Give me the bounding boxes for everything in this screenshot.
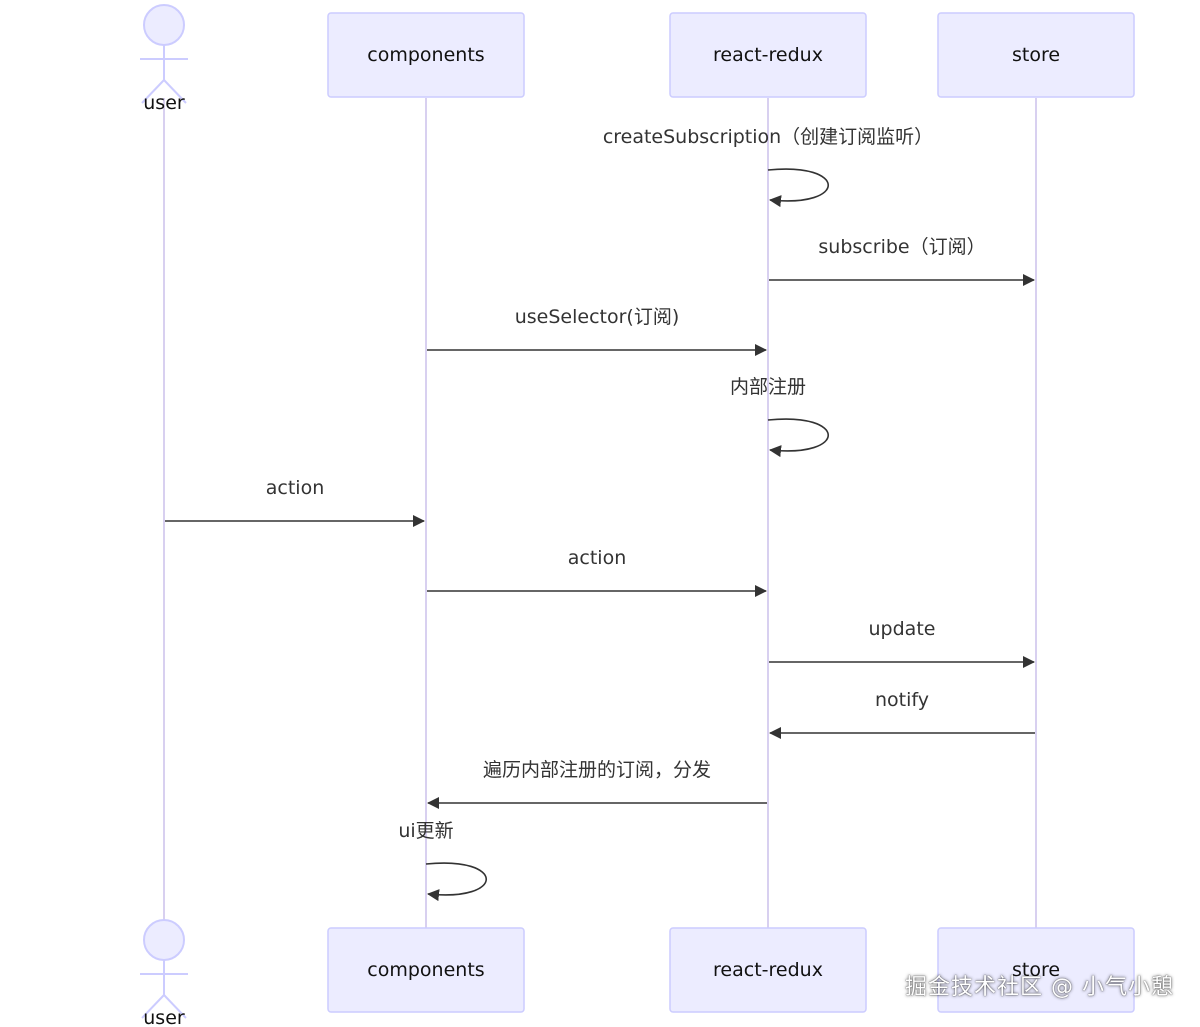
- participant-label-bottom: store: [1012, 959, 1060, 981]
- message-4: 内部注册: [730, 376, 829, 458]
- participant-box-rect: [937, 12, 1135, 98]
- message-7: update: [769, 618, 1035, 668]
- message-label: update: [869, 618, 936, 640]
- participant-box-rect: [937, 927, 1135, 1013]
- actor-left-leg: [141, 994, 165, 1019]
- message-2: subscribe（订阅）: [769, 236, 1035, 286]
- message-label: notify: [875, 689, 929, 711]
- participant-label-top: components: [367, 44, 484, 66]
- actor-label-bottom: user: [143, 1007, 185, 1027]
- actor-left-leg: [141, 79, 165, 104]
- message-label: createSubscription（创建订阅监听）: [603, 126, 933, 148]
- watermark-text: 掘金技术社区 @ 小气小憩: [905, 975, 1174, 1000]
- message-8: notify: [769, 689, 1035, 739]
- message-label: subscribe（订阅）: [818, 236, 985, 258]
- message-label: ui更新: [398, 820, 453, 842]
- participant-react-redux-top: react-redux: [669, 12, 867, 98]
- actor-user-top: user: [140, 4, 188, 114]
- self-message-arrow: [425, 862, 487, 902]
- participant-label-top: store: [1012, 44, 1060, 66]
- actor-label-top: user: [143, 92, 185, 114]
- self-message-arrow: [767, 418, 829, 458]
- participant-label-bottom: react-redux: [713, 959, 823, 981]
- self-message-arrow: [767, 168, 829, 208]
- message-label: 内部注册: [730, 376, 806, 398]
- actor-user-bottom: user: [140, 919, 188, 1027]
- actor-right-leg: [163, 994, 187, 1019]
- participant-box-rect: [327, 927, 525, 1013]
- participant-label-bottom: components: [367, 959, 484, 981]
- participant-components-bottom: components: [327, 927, 525, 1013]
- message-1: createSubscription（创建订阅监听）: [603, 126, 933, 208]
- actor-head-icon: [143, 4, 185, 46]
- actor-right-leg: [163, 79, 187, 104]
- message-label: useSelector(订阅): [515, 306, 680, 328]
- participant-components-top: components: [327, 12, 525, 98]
- participant-react-redux-bottom: react-redux: [669, 927, 867, 1013]
- message-label: action: [266, 477, 324, 499]
- participant-box-rect: [669, 12, 867, 98]
- message-5: action: [165, 477, 425, 527]
- message-10: ui更新: [398, 820, 487, 902]
- participant-box-rect: [669, 927, 867, 1013]
- participant-label-top: react-redux: [713, 44, 823, 66]
- message-6: action: [427, 547, 767, 597]
- message-label: 遍历内部注册的订阅，分发: [483, 759, 711, 781]
- message-3: useSelector(订阅): [427, 306, 767, 356]
- message-9: 遍历内部注册的订阅，分发: [427, 759, 767, 809]
- participant-store-top: store: [937, 12, 1135, 98]
- message-label: action: [568, 547, 626, 569]
- actor-head-icon: [143, 919, 185, 961]
- participant-store-bottom: store: [937, 927, 1135, 1013]
- participant-box-rect: [327, 12, 525, 98]
